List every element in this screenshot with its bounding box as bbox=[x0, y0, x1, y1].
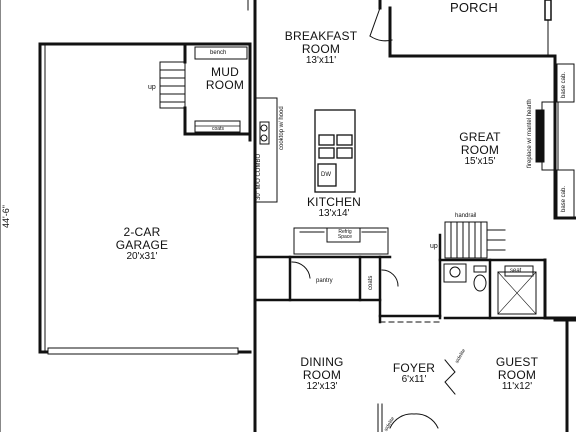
note-base-top: base cab. bbox=[561, 71, 567, 98]
note-pantry: pantry bbox=[316, 278, 333, 284]
kitchen-counter bbox=[293, 227, 389, 255]
coats-closet bbox=[194, 120, 241, 133]
room-porch: PORCH bbox=[450, 0, 498, 15]
hall-walls bbox=[253, 233, 547, 324]
garage-door bbox=[47, 347, 239, 355]
kitchen-island bbox=[314, 109, 356, 193]
mud-room-walls bbox=[183, 42, 252, 136]
note-fireplace: fireplace w/ mantel hearth bbox=[527, 99, 533, 168]
foyer-sidelites bbox=[377, 359, 456, 432]
note-dw: DW bbox=[321, 172, 331, 178]
room-mud: MUD ROOM bbox=[205, 65, 245, 92]
bench bbox=[194, 46, 248, 60]
note-coats-mud: coats bbox=[212, 126, 224, 132]
note-bench: bench bbox=[210, 50, 227, 56]
note-micro: 30" M/O COMBO bbox=[256, 153, 262, 200]
note-coats-hall: coats bbox=[368, 275, 374, 290]
room-guest: GUEST ROOM 11'x12' bbox=[495, 355, 539, 392]
room-breakfast: BREAKFAST ROOM 13'x11' bbox=[284, 29, 358, 66]
note-handrail: handrail bbox=[455, 213, 477, 219]
note-up-garage: up bbox=[148, 84, 156, 91]
main-stairs bbox=[444, 221, 506, 259]
room-great: GREAT ROOM 15'x15' bbox=[459, 130, 501, 167]
cooktop-counter bbox=[254, 97, 278, 203]
garage-stairs bbox=[159, 61, 186, 109]
note-seat: seat bbox=[510, 268, 522, 274]
breakfast-door bbox=[369, 7, 393, 42]
note-cooktop: cooktop w/ hood bbox=[279, 106, 285, 150]
note-dimension: 44'-6" bbox=[1, 205, 11, 228]
room-garage: 2-CAR GARAGE 20'x31' bbox=[115, 225, 169, 262]
room-dining: DINING ROOM 12'x13' bbox=[300, 355, 344, 392]
bathroom-fixtures bbox=[443, 263, 537, 315]
room-kitchen: KITCHEN 13'x14' bbox=[306, 195, 362, 219]
great-room-fireplace bbox=[535, 63, 575, 219]
note-fridge: Refrig Space bbox=[337, 229, 353, 240]
note-base-bottom: base cab. bbox=[561, 185, 567, 212]
note-up-stair: up bbox=[430, 243, 438, 250]
room-foyer: FOYER 6'x11' bbox=[392, 361, 436, 385]
